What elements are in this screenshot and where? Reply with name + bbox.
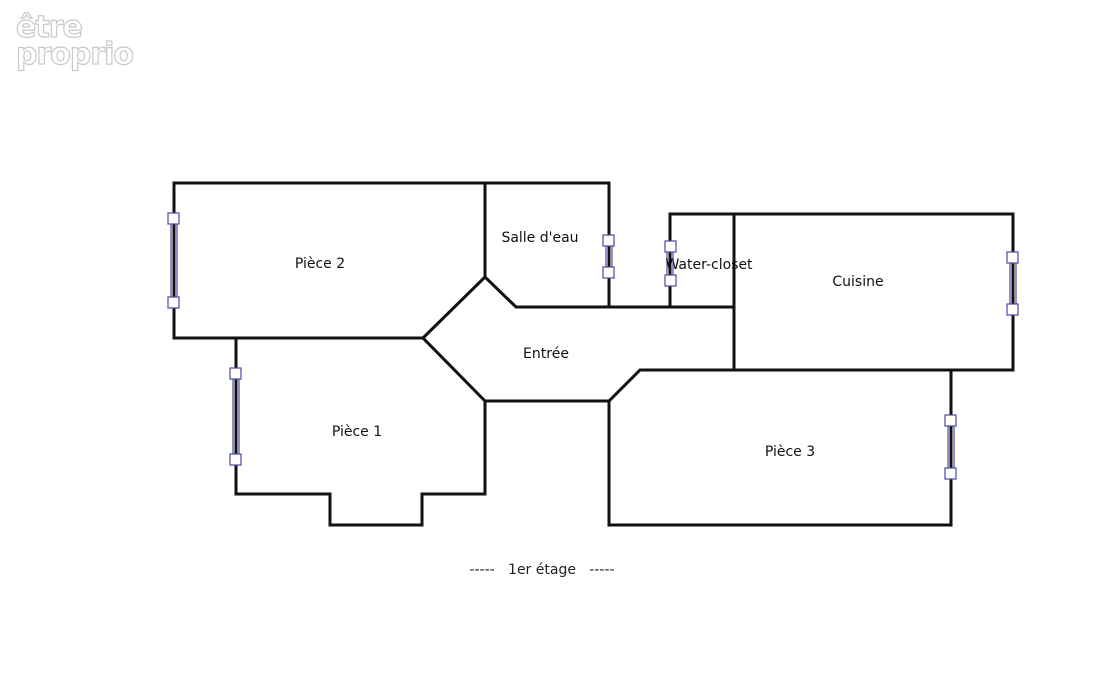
wall-salle-deau	[483, 181, 611, 309]
label-piece-3: Pièce 3	[765, 444, 815, 460]
window-piece-2	[167, 212, 180, 309]
etre-proprio-logo: être proprio	[15, 10, 134, 72]
window-cuisine	[1006, 251, 1019, 316]
label-piece-1: Pièce 1	[332, 424, 382, 440]
label-salle-deau: Salle d'eau	[501, 230, 578, 246]
wall-piece-2	[172, 181, 487, 340]
floor-level-label: ----- 1er étage -----	[469, 562, 614, 578]
wall-entree-upper	[420, 274, 736, 341]
label-cuisine: Cuisine	[832, 274, 883, 290]
label-entree: Entrée	[523, 346, 569, 362]
walls	[172, 181, 1015, 527]
window-salle-deau	[602, 234, 615, 279]
window-water-closet	[664, 240, 677, 287]
logo-line-1: être	[15, 10, 83, 45]
wall-piece-3	[607, 368, 953, 527]
windows	[167, 212, 1019, 480]
wall-cuisine	[732, 212, 1015, 372]
label-piece-2: Pièce 2	[295, 256, 345, 272]
room-labels: Pièce 2 Salle d'eau Water-closet Cuisine…	[295, 230, 884, 460]
wall-entree-lower	[420, 335, 736, 403]
label-water-closet: Water-closet	[665, 257, 753, 273]
window-piece-1	[229, 367, 242, 466]
logo-line-2: proprio	[15, 37, 134, 72]
window-piece-3	[944, 414, 957, 480]
wall-piece-1	[234, 336, 487, 527]
